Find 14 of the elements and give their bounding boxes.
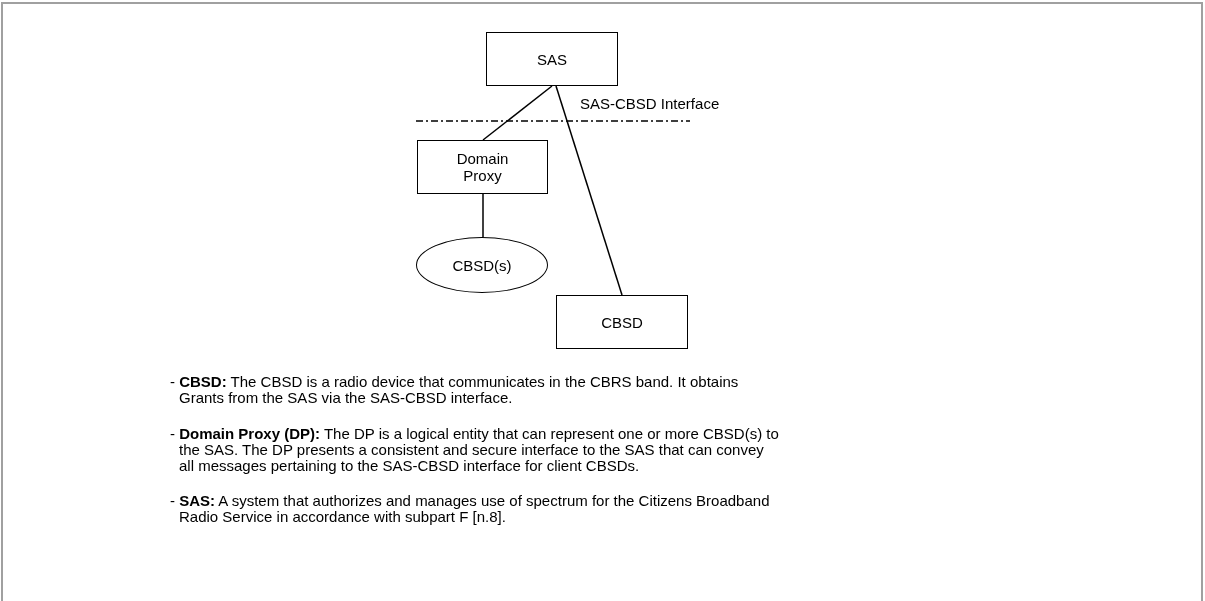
definition-text: - CBSD: The CBSD is a radio device that communicates in the CBRS band. It obtains Grants from the SAS via the SAS-CBSD interface. <box>170 374 740 406</box>
connector-line <box>555 85 623 296</box>
interface-label: SAS-CBSD Interface <box>580 96 720 112</box>
process-box <box>556 295 688 349</box>
node-label: SAS <box>537 50 567 68</box>
node-label: CBSD(s) <box>452 256 512 274</box>
definition-text: - SAS: A system that authorizes and manages use of spectrum for the Citizens Broadband Radio Service in accordance with subpart F [n.8]. <box>170 493 771 525</box>
connector-line <box>482 85 553 141</box>
node-label: CBSD <box>601 313 643 331</box>
connector-line <box>482 193 484 238</box>
process-box <box>417 140 548 194</box>
process-box <box>486 32 618 86</box>
node-label: Domain Proxy <box>455 150 510 184</box>
definition-text: - Domain Proxy (DP): The DP is a logical entity that can represent one or more CBSD(s) to the SAS. The DP presents a consistent and secure interface to the SAS that can convey all messages pertaining to the SAS-CBSD interface for client CBSDs. <box>170 426 779 474</box>
